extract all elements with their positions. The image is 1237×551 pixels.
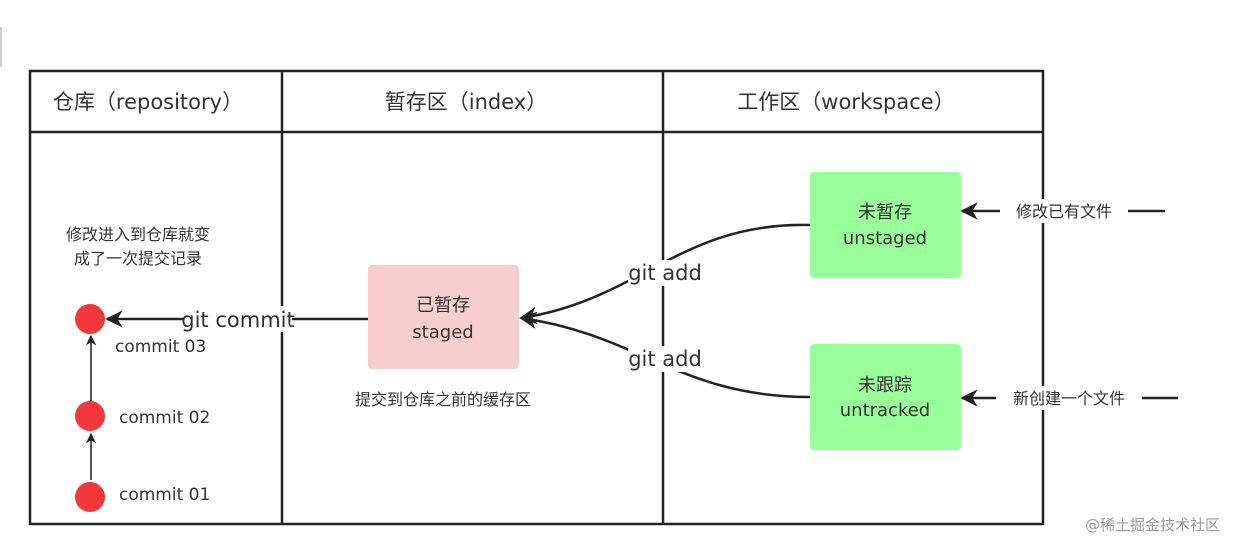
unstaged-box-title: 未暂存 [858,202,912,223]
unstaged-box-subtitle: unstaged [843,228,927,249]
commit-dot-02 [75,401,105,431]
commit-label-02: commit 02 [119,408,210,428]
commit-dot-03 [75,304,105,334]
git-commit-label-bg [184,306,292,332]
untracked-box-title: 未跟踪 [858,375,912,396]
commit-label-01: commit 01 [119,485,210,505]
untracked-box [810,344,961,450]
repository-note-line-1: 修改进入到仓库就变 [66,225,210,244]
staged-caption: 提交到仓库之前的缓存区 [355,390,531,409]
column-header-index: 暂存区（index） [385,90,547,114]
staged-box-subtitle: staged [412,322,473,343]
git-add-top-label: git add [628,261,702,285]
modify-existing-label-bg [1000,199,1128,223]
watermark: @稀土掘金技术社区 [1085,516,1220,534]
git-add-bottom-label-bg [628,346,703,372]
repository-note-line-2: 成了一次提交记录 [74,249,202,268]
column-header-repository: 仓库（repository） [53,90,243,114]
table-frame [28,69,1045,526]
commit-dot-01 [75,482,105,512]
staged-box-title: 已暂存 [416,295,470,316]
column-header-workspace: 工作区（workspace） [737,90,954,114]
staged-box [368,265,519,369]
create-new-label-bg [996,386,1142,410]
untracked-box-subtitle: untracked [840,400,930,421]
git-add-bottom-label: git add [628,347,702,371]
modify-existing-label: 修改已有文件 [1016,202,1112,221]
create-new-label: 新创建一个文件 [1013,389,1125,408]
unstaged-box [810,172,961,278]
git-commit-label: git commit [181,308,294,332]
git-add-top-label-bg [628,260,703,286]
commit-label-03: commit 03 [115,337,206,357]
